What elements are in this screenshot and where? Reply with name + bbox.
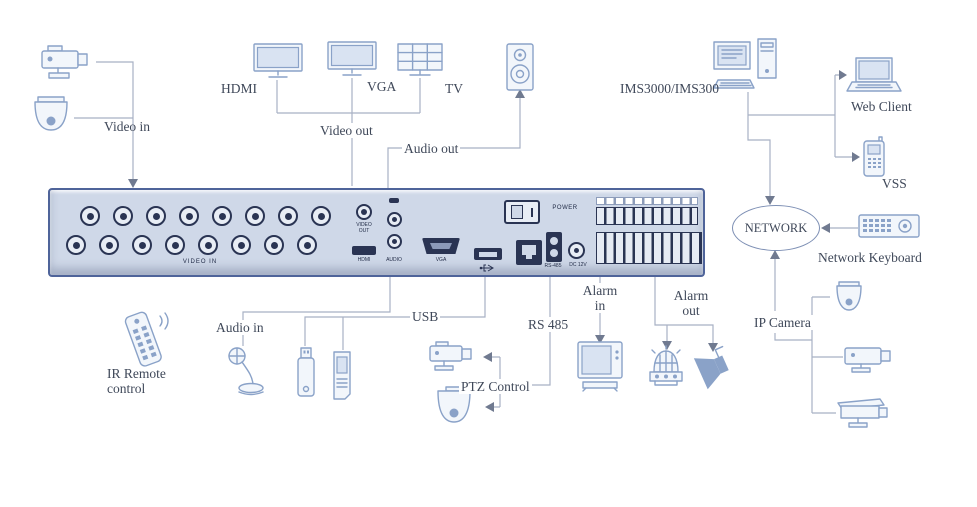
bnc-connector bbox=[278, 206, 298, 226]
alarm-out-label-line1: Alarm bbox=[673, 288, 709, 303]
video-in-label: Video in bbox=[104, 119, 151, 134]
video-out-bnc bbox=[356, 204, 372, 220]
ptz-control-label: PTZ Control bbox=[459, 379, 532, 394]
ptz-dome-camera-icon bbox=[430, 386, 478, 430]
bnc-connector bbox=[297, 235, 317, 255]
microphone-icon bbox=[226, 346, 266, 400]
ip-camera-label: IP Camera bbox=[752, 315, 813, 330]
audio-out-label: Audio out bbox=[402, 141, 461, 156]
panel-dc12v-label: DC 12V bbox=[569, 262, 587, 268]
panel-video-out-label: VIDEO OUT bbox=[346, 222, 382, 235]
bnc-connector bbox=[198, 235, 218, 255]
panel-video-out-line1: VIDEO bbox=[356, 222, 372, 228]
hdmi-label: HDMI bbox=[221, 81, 257, 96]
bnc-connector bbox=[66, 235, 86, 255]
rs485-port bbox=[546, 232, 562, 262]
bnc-connector bbox=[179, 206, 199, 226]
alarm-terminal-labels bbox=[596, 197, 698, 205]
usb-label: USB bbox=[410, 309, 441, 324]
bnc-connector bbox=[311, 206, 331, 226]
alarm-terminal-block-bottom bbox=[596, 232, 702, 264]
alarm-in-label-line1: Alarm bbox=[582, 283, 618, 298]
speaker-icon bbox=[504, 42, 536, 92]
vga-label: VGA bbox=[367, 79, 397, 94]
vss-label: VSS bbox=[882, 176, 907, 191]
panel-power-label: POWER bbox=[552, 205, 578, 211]
panel-vga-label: VGA bbox=[435, 257, 447, 263]
alarm-in-label-line2: in bbox=[594, 298, 606, 313]
bnc-connector bbox=[212, 206, 232, 226]
usb-port bbox=[474, 248, 502, 260]
vga-monitor-icon bbox=[326, 40, 378, 78]
tv-monitor-icon bbox=[396, 42, 444, 78]
audio-in-label: Audio in bbox=[214, 320, 266, 335]
ir-remote-label-line1: IR Remote bbox=[107, 366, 166, 381]
lan-port bbox=[516, 240, 542, 265]
network-label: NETWORK bbox=[744, 220, 808, 235]
bnc-connector bbox=[146, 206, 166, 226]
network-keyboard-label: Network Keyboard bbox=[818, 250, 922, 265]
bnc-connector bbox=[165, 235, 185, 255]
alarm-terminal-block-top bbox=[596, 207, 698, 225]
dc-power-jack bbox=[568, 242, 585, 259]
small-connector bbox=[389, 198, 399, 203]
network-keyboard-icon bbox=[858, 208, 920, 244]
hdmi-port bbox=[352, 246, 376, 255]
memory-stick-icon bbox=[328, 350, 356, 402]
bnc-connector bbox=[113, 206, 133, 226]
dvr-rear-panel: VIDEO IN VIDEO OUT HDMI AUDIO VGA POWER bbox=[48, 188, 705, 277]
ptz-box-camera-icon bbox=[426, 340, 480, 374]
housing-ip-camera-icon bbox=[836, 396, 890, 428]
horn-speaker-icon bbox=[693, 345, 732, 390]
vga-port bbox=[422, 238, 460, 254]
bnc-connector bbox=[132, 235, 152, 255]
web-client-label: Web Client bbox=[851, 99, 912, 114]
bnc-connector bbox=[245, 206, 265, 226]
ir-remote-label-line2: control bbox=[107, 381, 146, 396]
dome-ip-camera-icon bbox=[830, 281, 868, 315]
laptop-icon bbox=[846, 56, 902, 96]
dome-camera-icon bbox=[26, 96, 76, 138]
alarm-strobe-icon bbox=[646, 345, 686, 392]
analog-camera-icon bbox=[36, 44, 98, 82]
desktop-pc-icon bbox=[712, 36, 780, 92]
panel-video-out-line2: OUT bbox=[358, 227, 370, 234]
tv-label: TV bbox=[445, 81, 463, 96]
alarm-out-label: Alarm out bbox=[668, 288, 714, 318]
video-out-label: Video out bbox=[318, 123, 375, 138]
bnc-connector bbox=[264, 235, 284, 255]
audio-rca-connector bbox=[387, 234, 402, 249]
ims-label: IMS3000/IMS300 bbox=[620, 81, 720, 96]
power-switch bbox=[504, 200, 540, 224]
ir-remote-icon bbox=[116, 308, 172, 374]
usb-stick-icon bbox=[292, 346, 320, 402]
bnc-connector bbox=[99, 235, 119, 255]
audio-rca-connector bbox=[387, 212, 402, 227]
usb-symbol-icon bbox=[479, 264, 494, 272]
bnc-connector bbox=[80, 206, 100, 226]
ir-remote-label: IR Remote control bbox=[107, 366, 166, 396]
mobile-phone-icon bbox=[860, 136, 888, 178]
bnc-connector bbox=[231, 235, 251, 255]
panel-rs485-label: RS-485 bbox=[544, 263, 562, 269]
box-ip-camera-icon bbox=[843, 341, 895, 375]
panel-video-in-label: VIDEO IN bbox=[182, 259, 218, 265]
panel-hdmi-label: HDMI bbox=[357, 257, 371, 263]
alarm-in-label: Alarm in bbox=[577, 283, 623, 313]
alarm-monitor-icon bbox=[576, 340, 624, 392]
rs485-label: RS 485 bbox=[526, 317, 571, 332]
network-cloud: NETWORK bbox=[732, 205, 820, 251]
panel-audio-label: AUDIO bbox=[386, 257, 402, 263]
alarm-out-label-line2: out bbox=[682, 303, 700, 318]
hdmi-monitor-icon bbox=[252, 42, 304, 80]
